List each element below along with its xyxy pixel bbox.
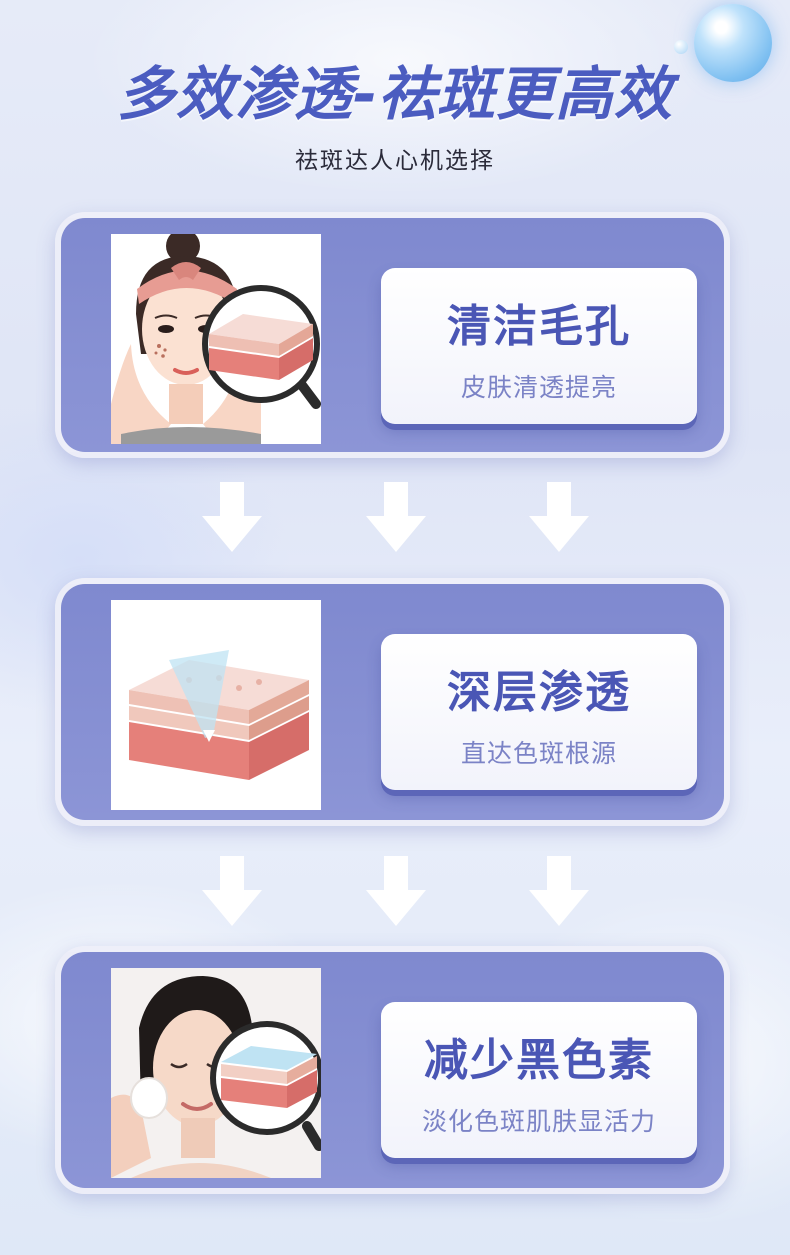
woman-headband-illustration [111, 234, 321, 444]
step-label-box: 深层渗透 直达色斑根源 [381, 634, 697, 790]
woman-cotton-pad-illustration [111, 968, 321, 1178]
step-card-clean-pores: 清洁毛孔 皮肤清透提亮 [55, 212, 730, 458]
page-subtitle: 祛斑达人心机选择 [295, 148, 495, 174]
step-title: 减少黑色素 [424, 1035, 654, 1086]
step-title: 清洁毛孔 [447, 301, 631, 352]
page-title: 多效渗透-祛斑更高效 [116, 60, 674, 128]
small-bubble-decoration [674, 40, 688, 54]
down-arrow-icon [529, 482, 589, 552]
step-card-reduce-melanin: 减少黑色素 淡化色斑肌肤显活力 [55, 946, 730, 1194]
down-arrow-icon [366, 482, 426, 552]
down-arrow-icon [529, 856, 589, 926]
step-label-box: 清洁毛孔 皮肤清透提亮 [381, 268, 697, 424]
step-title: 深层渗透 [447, 667, 631, 718]
down-arrow-icon [366, 856, 426, 926]
step-subtitle: 直达色斑根源 [460, 739, 617, 768]
step-card-deep-penetration: 深层渗透 直达色斑根源 [55, 578, 730, 826]
arrow-row [0, 856, 790, 926]
step-label-box: 减少黑色素 淡化色斑肌肤显活力 [381, 1002, 697, 1158]
skin-layers-illustration [111, 600, 321, 810]
water-bubble-decoration [694, 4, 772, 82]
down-arrow-icon [202, 856, 262, 926]
step-subtitle: 淡化色斑肌肤显活力 [421, 1107, 656, 1136]
arrow-row [0, 482, 790, 552]
down-arrow-icon [202, 482, 262, 552]
step-subtitle: 皮肤清透提亮 [460, 373, 617, 402]
